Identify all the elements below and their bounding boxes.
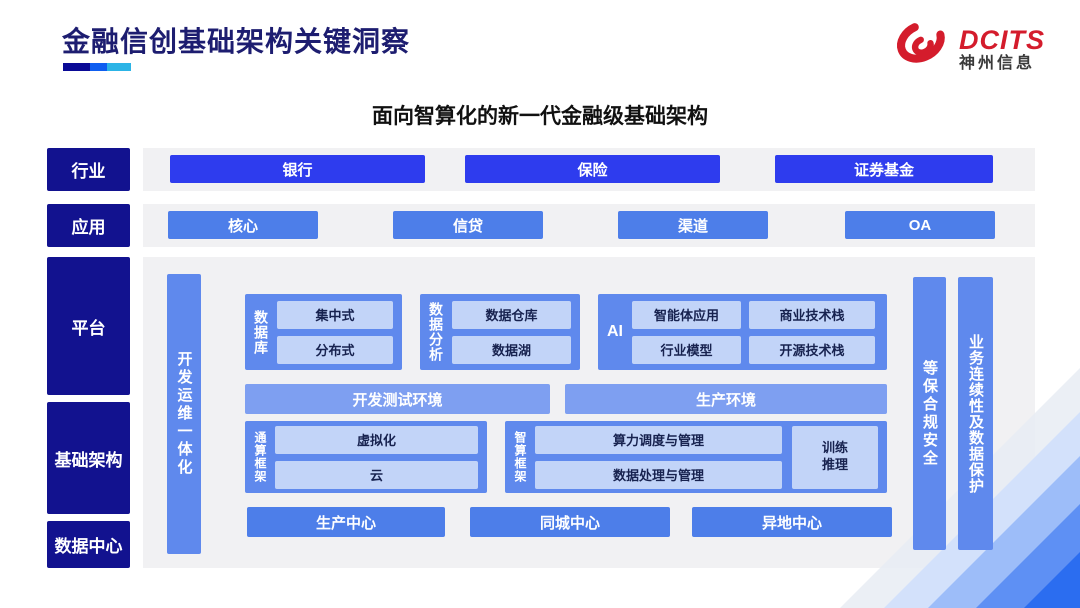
sidebar-item-infrastructure: 基础架构 [47,402,130,514]
sidebar-item-platform: 平台 [47,257,130,395]
page-title: 金融信创基础架构关键洞察 [62,26,411,57]
block-credit: 信贷 [393,211,543,239]
logo-brand-text: DCITS [959,24,1045,55]
analytics-group: 数据分析 数据仓库 数据湖 [420,294,580,370]
logo-company-text: 神州信息 [959,55,1036,73]
devops-bar: 开发运维一体化 [167,274,201,554]
general-compute-label: 通算框架 [253,431,267,483]
block-data-lake: 数据湖 [452,335,571,364]
analytics-group-label: 数据分析 [428,302,444,362]
intelligent-compute-group: 智算框架 算力调度与管理 训练推理 数据处理与管理 [505,421,887,493]
block-insurance: 保险 [465,155,720,183]
block-data-processing: 数据处理与管理 [535,460,782,489]
block-core: 核心 [168,211,318,239]
sidebar-item-application: 应用 [47,204,130,247]
block-opensource-stack: 开源技术栈 [749,335,875,364]
sidebar-item-industry: 行业 [47,148,130,191]
underline-segment [107,63,131,71]
block-commercial-stack: 商业技术栈 [749,300,875,329]
intelligent-compute-label: 智算框架 [513,431,527,483]
sidebar-item-datacenter: 数据中心 [47,521,130,568]
ai-group-label: AI [607,323,623,340]
block-distributed: 分布式 [277,335,393,364]
block-training-inference-label: 训练推理 [821,440,848,472]
database-group-label: 数据库 [253,309,269,355]
business-continuity-bar: 业务连续性及数据保护 [958,277,993,550]
block-data-warehouse: 数据仓库 [452,300,571,329]
block-compute-scheduling: 算力调度与管理 [535,425,782,454]
block-production-center: 生产中心 [247,507,445,537]
logo-swirl-icon [893,18,951,81]
security-compliance-bar: 等保合规安全 [913,277,946,550]
block-bank: 银行 [170,155,425,183]
title-underline [63,63,131,71]
block-channel: 渠道 [618,211,768,239]
block-securities-funds: 证券基金 [775,155,993,183]
block-devtest-env: 开发测试环境 [245,384,550,414]
company-logo: DCITS 神州信息 [893,18,1045,81]
block-oa: OA [845,211,995,239]
block-agent-apps: 智能体应用 [632,300,741,329]
underline-segment [63,63,90,71]
database-group: 数据库 集中式 分布式 [245,294,402,370]
ai-group: AI 智能体应用 商业技术栈 行业模型 开源技术栈 [598,294,887,370]
block-training-inference: 训练推理 [792,425,878,489]
block-virtualization: 虚拟化 [275,425,478,454]
block-industry-models: 行业模型 [632,335,741,364]
general-compute-group: 通算框架 虚拟化 云 [245,421,487,493]
block-samecity-center: 同城中心 [470,507,670,537]
block-cloud: 云 [275,460,478,489]
underline-segment [90,63,107,71]
block-production-env: 生产环境 [565,384,887,414]
diagram-title: 面向智算化的新一代金融级基础架构 [372,105,708,128]
block-centralized: 集中式 [277,300,393,329]
block-remote-center: 异地中心 [692,507,892,537]
